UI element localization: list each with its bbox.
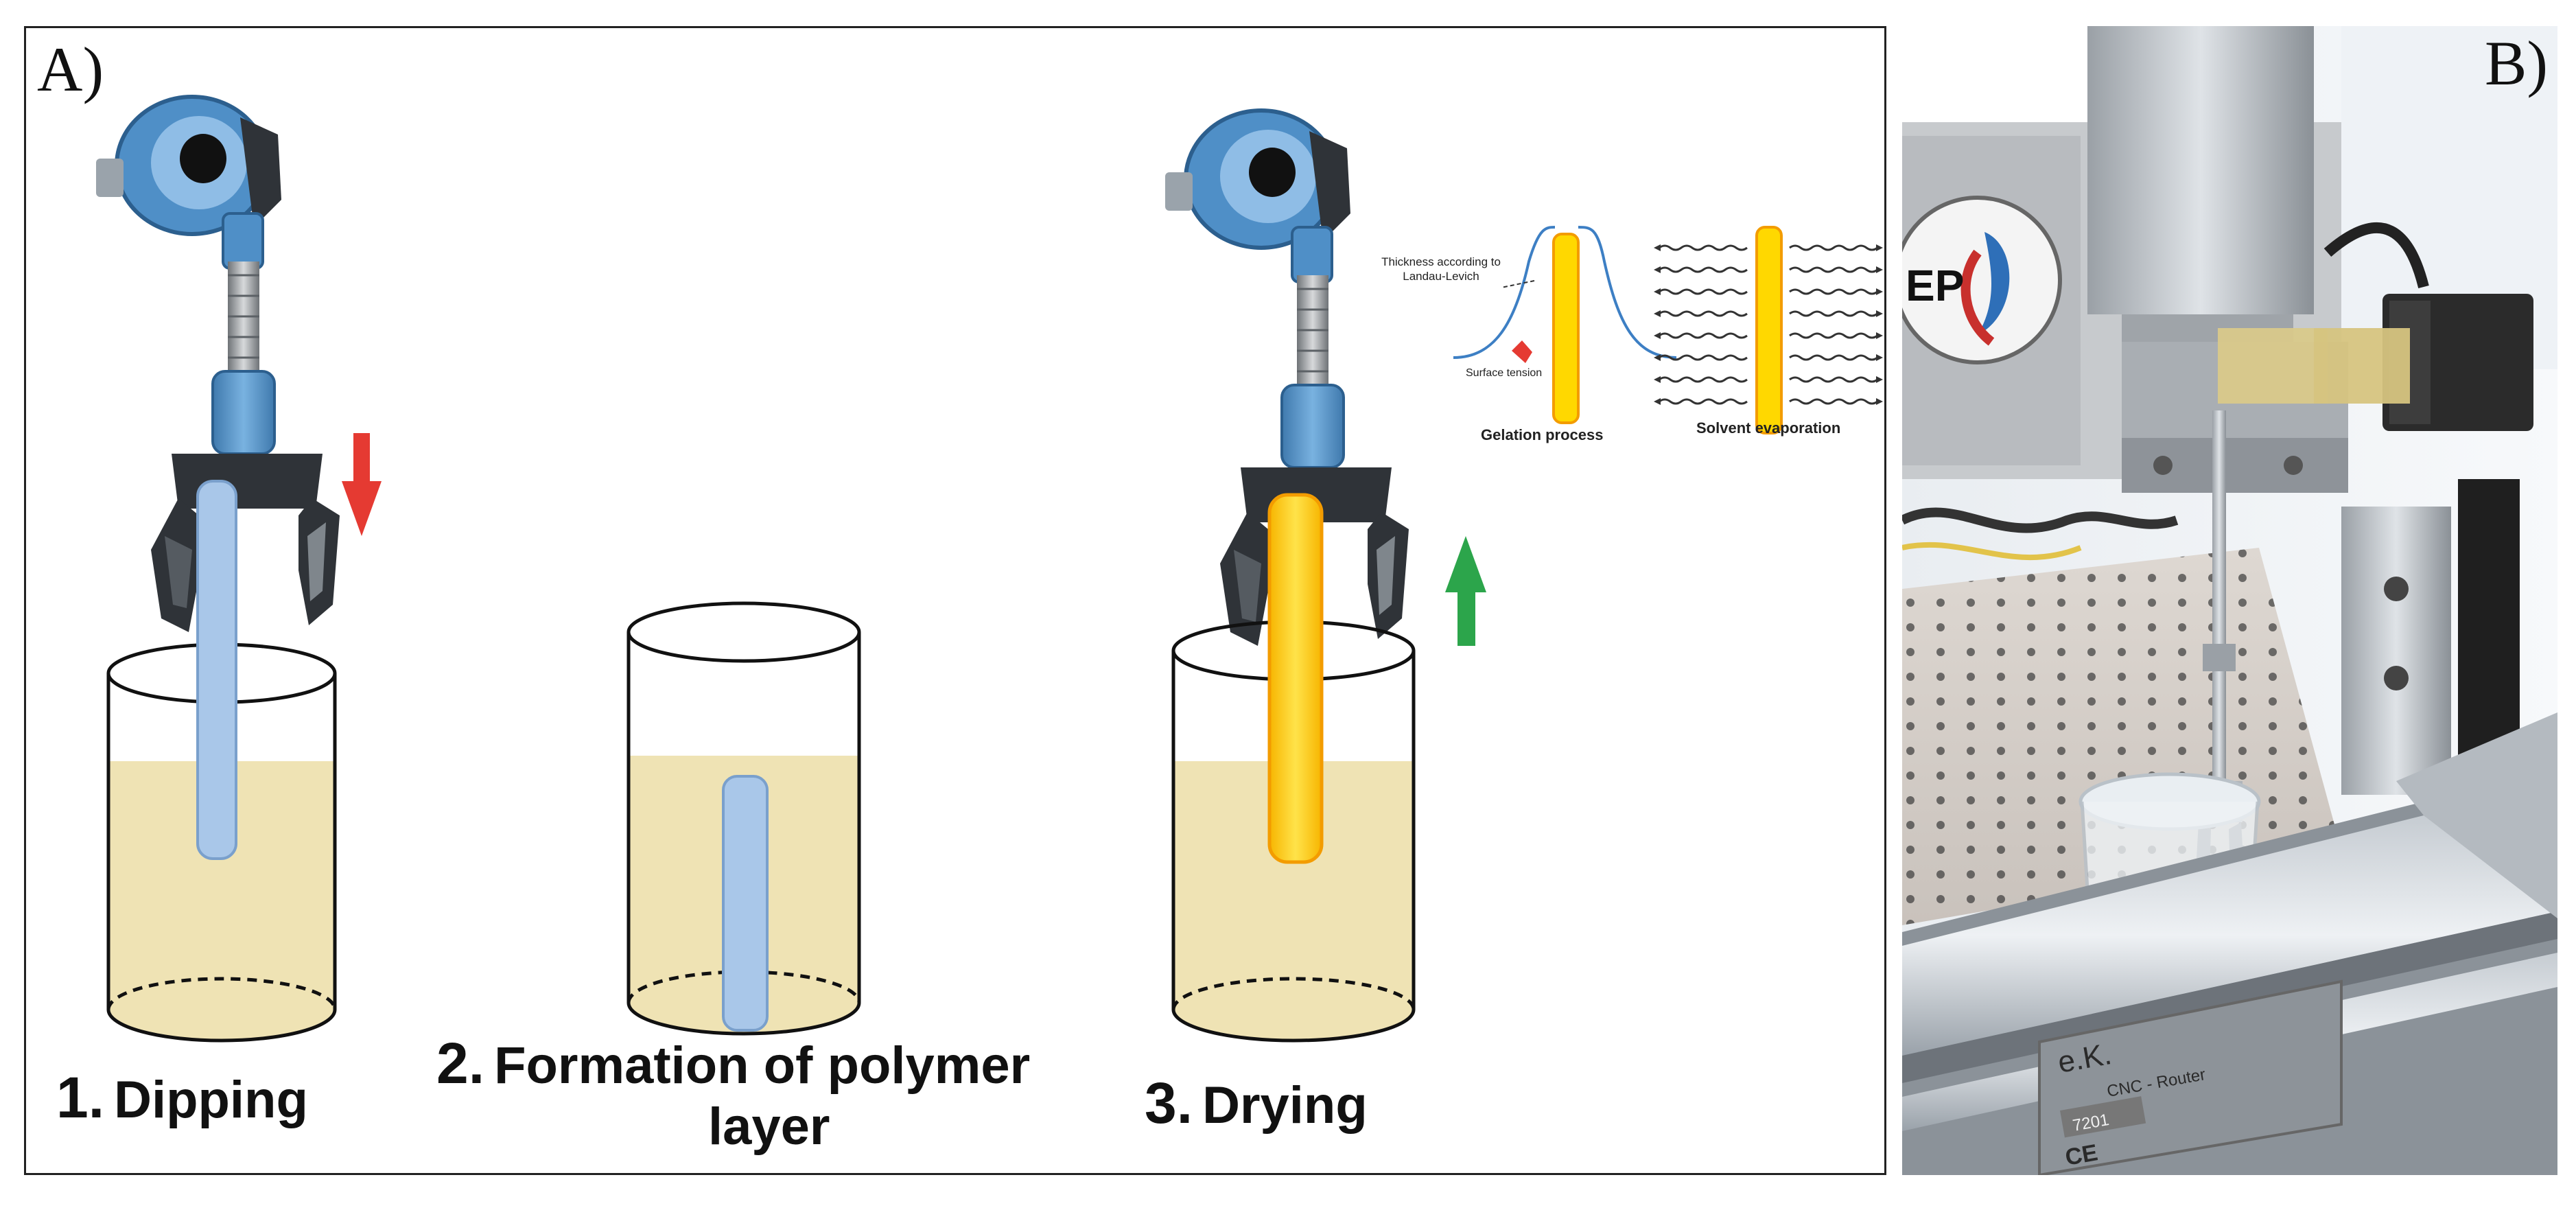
arrow-up-icon: [1445, 536, 1486, 646]
step1-number: 1.: [56, 1065, 105, 1130]
step3-label: 3.Drying: [1145, 1070, 1368, 1137]
step2-number: 2.: [436, 1031, 485, 1095]
step2-substrate: [722, 775, 769, 1032]
evaporation-inset: [1654, 226, 1883, 434]
step3-substrate: [1267, 493, 1324, 864]
step1-substrate: [196, 480, 237, 860]
logo-text: EP: [1906, 261, 1964, 310]
thickness-line1: Thickness according to: [1381, 255, 1501, 268]
gelation-label: Gelation process: [1481, 426, 1604, 443]
dip-coating-schematic: [26, 28, 1883, 1043]
panel-b-photo: EP: [1902, 26, 2557, 1175]
arrow-down-icon: [342, 433, 382, 536]
gelation-substrate: [1552, 233, 1580, 424]
step2-text-line2: layer: [708, 1097, 830, 1156]
step3-group: [1165, 111, 1486, 1043]
evaporation-label: Solvent evaporation: [1696, 419, 1841, 437]
step1-group: [96, 97, 382, 1043]
step3-number: 3.: [1145, 1071, 1193, 1135]
evaporation-substrate: [1755, 226, 1783, 434]
step1-text: Dipping: [114, 1071, 308, 1129]
step3-text: Drying: [1202, 1076, 1368, 1135]
panel-a-letter: A): [37, 34, 104, 104]
step2-text: Formation of polymer: [494, 1036, 1031, 1095]
gelation-inset: [1453, 226, 1677, 424]
thickness-line2: Landau-Levich: [1403, 270, 1479, 283]
surface-tension-label: Surface tension: [1466, 367, 1543, 379]
thickness-annotation: Thickness according to Landau-Levich: [1372, 255, 1510, 284]
step2-label: 2.Formation of polymer layer: [436, 1030, 1081, 1157]
ce-mark: CE: [2063, 1139, 2100, 1171]
step1-label: 1.Dipping: [56, 1065, 308, 1131]
name-plate: e.K. CNC - Router 7201 CE: [2038, 979, 2343, 1175]
dip-coater-photo: EP: [1902, 26, 2557, 1175]
panel-b-letter: B): [2485, 28, 2548, 98]
panel-a-diagram: A): [24, 26, 1886, 1175]
step2-group: [627, 601, 861, 1036]
